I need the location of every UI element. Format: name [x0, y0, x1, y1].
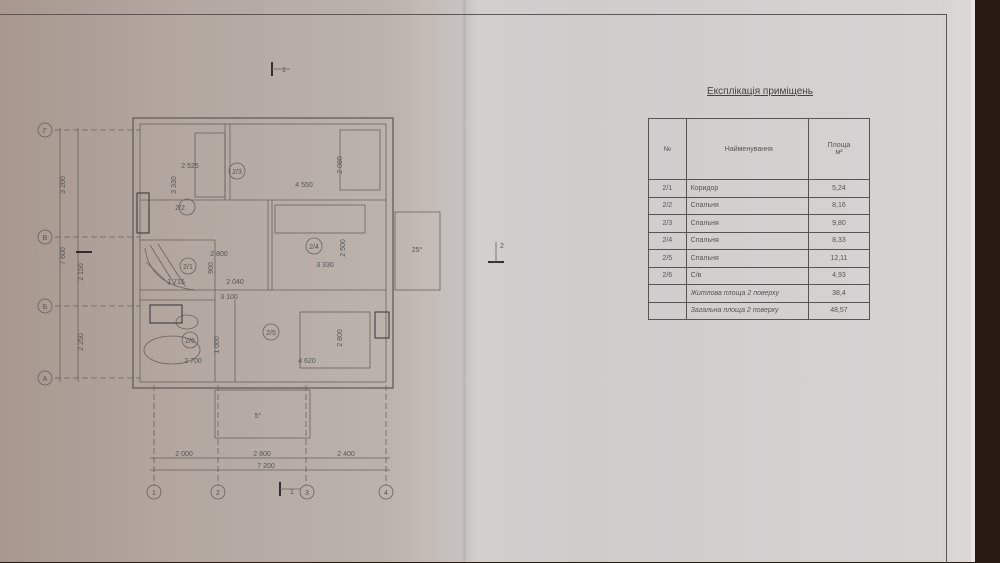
room-2-3: 2/3 [232, 169, 242, 176]
row-number: 2/2 [648, 196, 687, 215]
section-mark-2: 2 [500, 243, 504, 250]
row-name: Спальня [685, 249, 809, 268]
row-name: С/в [685, 266, 809, 285]
header-area-unit: м² [835, 149, 843, 156]
dim-b-a: 2 250 [78, 333, 85, 351]
dim-r26-w: 2 700 [184, 358, 202, 365]
section-mark-1-bottom: 1 [290, 489, 294, 496]
total-name: Загальна площа 2 поверху [685, 301, 809, 320]
dim-r25-w: 4 620 [298, 358, 316, 365]
row-name: Спальня [685, 196, 809, 215]
room-2-2: 2/2 [175, 205, 185, 212]
dim-r23-w: 4 550 [295, 182, 313, 189]
axis-label-1: 1 [152, 490, 156, 497]
drawing-frame [0, 14, 947, 563]
dim-r25-h: 2 800 [337, 329, 344, 347]
dim-v-b: 2 150 [78, 263, 85, 281]
axis-label-v: В [43, 235, 48, 242]
explication-table: № Найменування Площа м² 2/1 Коридор 5,24… [648, 118, 871, 320]
header-area: Площа м² [807, 118, 871, 180]
table-header-row: № Найменування Площа м² [648, 118, 871, 180]
balcony-slope-east: 25° [412, 246, 423, 254]
row-area: 9,80 [807, 214, 871, 233]
dim-r25-a: 3 100 [220, 294, 238, 301]
row-number: 2/1 [648, 179, 687, 198]
total-area: 38,4 [807, 284, 871, 303]
dim-r26-h: 1 000 [214, 336, 221, 354]
row-name: Спальня [685, 231, 809, 250]
room-2-6: 2/6 [185, 338, 195, 345]
row-area: 8,16 [807, 196, 871, 215]
row-name: Спальня [685, 214, 809, 233]
section-mark-1-top: 1 [282, 67, 286, 74]
dim-r21-d: 900 [208, 262, 215, 274]
dim-r24-h: 2 500 [340, 239, 347, 257]
room-2-4: 2/4 [309, 244, 319, 251]
row-number: 2/3 [648, 214, 687, 233]
total-area: 48,57 [807, 301, 871, 320]
dim-r22-w: 2 525 [181, 163, 199, 170]
table-row: 2/4 Спальня 8,33 [648, 231, 871, 250]
header-name: Найменування [685, 118, 809, 180]
table-row: 2/5 Спальня 12,11 [648, 249, 871, 268]
dim-g-v: 3 200 [60, 176, 67, 194]
row-number: 2/5 [648, 249, 687, 268]
total-row-overall: Загальна площа 2 поверху 48,57 [648, 301, 871, 320]
axis-label-4: 4 [384, 490, 388, 497]
dim-r24-w: 3 330 [316, 262, 334, 269]
total-row-living: Житлова площа 2 поверху 38,4 [648, 284, 871, 303]
axis-label-g: Г [43, 128, 47, 135]
row-number: 2/6 [648, 266, 687, 285]
dim-r23-h: 2 080 [337, 156, 344, 174]
header-number: № [648, 118, 687, 180]
dim-total-width: 7 200 [257, 463, 275, 470]
dim-r21-a: 2 800 [210, 251, 228, 258]
table-row: 2/2 Спальня 8,16 [648, 196, 871, 215]
room-2-5: 2/5 [266, 330, 276, 337]
balcony-slope-south: 5° [255, 412, 262, 420]
table-row: 2/1 Коридор 5,24 [648, 179, 871, 198]
empty-cell [648, 284, 687, 303]
header-area-label: Площа [827, 142, 851, 149]
dim-r22-h: 3 330 [171, 176, 178, 194]
row-area: 5,24 [807, 179, 871, 198]
dim-total-height: 7 600 [60, 247, 67, 265]
axis-label-a: А [43, 376, 48, 383]
dim-r21-b: 2 040 [226, 279, 244, 286]
empty-cell [648, 301, 687, 320]
table-row: 2/6 С/в 4,93 [648, 266, 871, 285]
dim-3-4: 2 400 [337, 451, 355, 458]
axis-label-3: 3 [305, 490, 309, 497]
row-area: 4,93 [807, 266, 871, 285]
total-name: Житлова площа 2 поверху [685, 284, 809, 303]
axis-label-b: Б [43, 304, 48, 311]
axis-label-2: 2 [216, 490, 220, 497]
dim-1-2: 2 000 [175, 451, 193, 458]
row-area: 12,11 [807, 249, 871, 268]
dim-2-3: 2 800 [253, 451, 271, 458]
row-area: 8,33 [807, 231, 871, 250]
room-2-1: 2/1 [183, 264, 193, 271]
explication-title: Експлікація приміщень [707, 86, 813, 97]
paper-fold [462, 0, 468, 562]
paper-edge [971, 0, 975, 562]
row-number: 2/4 [648, 231, 687, 250]
dim-r21-c: 1 715 [167, 279, 185, 286]
row-name: Коридор [685, 179, 809, 198]
table-row: 2/3 Спальня 9,80 [648, 214, 871, 233]
